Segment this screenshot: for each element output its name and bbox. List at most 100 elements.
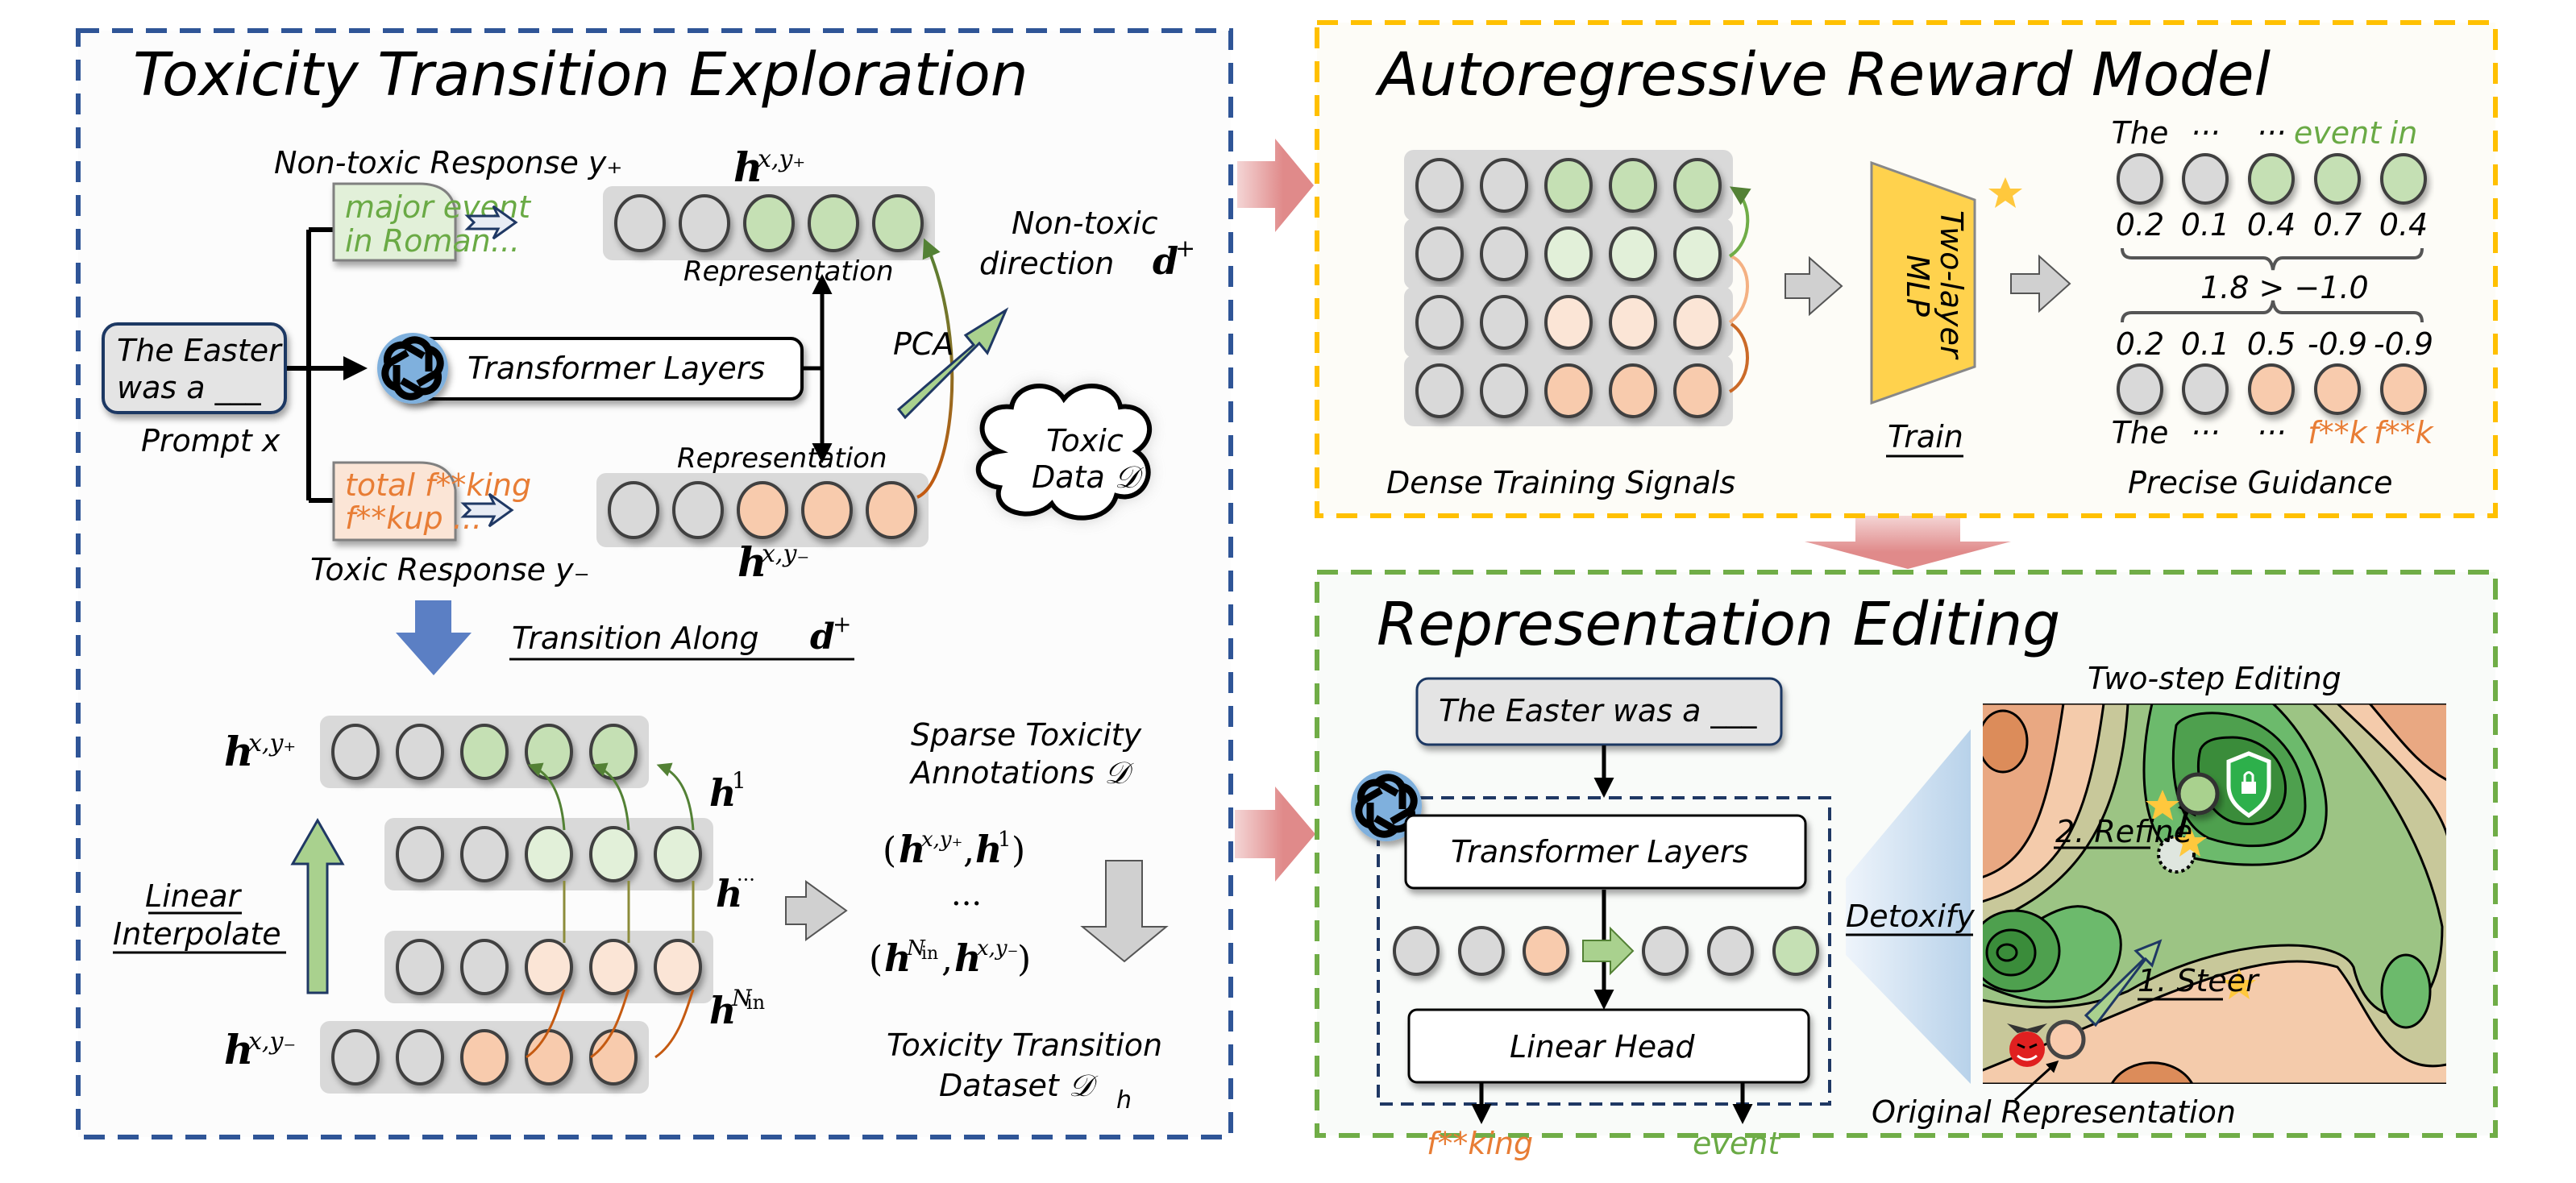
- representation-label-top: Representation: [683, 255, 894, 288]
- representation-node: [1458, 926, 1505, 976]
- original-representation-label: Original Representation: [1872, 1094, 2236, 1130]
- guidance-node: [2314, 153, 2361, 205]
- vector-node: [589, 1029, 638, 1085]
- svg-text:Transition Along: Transition Along: [512, 621, 759, 656]
- editing-representation-nodes: [1393, 926, 1819, 976]
- svg-text:···: ···: [737, 869, 755, 891]
- panel-toxicity-transition-exploration: Toxicity Transition Exploration Non-toxi…: [76, 28, 1233, 1139]
- guidance-node: [2182, 363, 2229, 415]
- svg-text:1: 1: [732, 767, 746, 794]
- toxic-response-label: Toxic Response y₋: [310, 552, 590, 587]
- svg-text:Interpolate: Interpolate: [113, 916, 281, 952]
- model-boundary: [1377, 796, 1831, 1106]
- h-neg-label-2: h x,y₋: [224, 1026, 296, 1073]
- vector-node: [1609, 363, 1657, 418]
- pca-arc: [916, 238, 954, 499]
- shield-lock-icon: [2226, 751, 2271, 819]
- pca-label: PCA: [893, 326, 954, 362]
- vector-node: [1673, 158, 1722, 213]
- svg-text:(: (: [869, 939, 883, 980]
- interp-arc: [592, 762, 630, 831]
- interp-arc: [656, 762, 695, 831]
- guidance-node: [2182, 153, 2229, 205]
- vector-node: [1673, 226, 1722, 281]
- dense-training-rows: [1404, 150, 1733, 426]
- vector-node: [737, 481, 788, 539]
- representation-row-positive: [603, 186, 935, 260]
- vector-node: [589, 939, 638, 995]
- vector-node: [396, 939, 444, 995]
- pair-2: ( h N in , h x,y₋ ): [869, 936, 1031, 980]
- svg-text:h: h: [975, 828, 1002, 871]
- openai-logo-icon: [377, 333, 448, 404]
- svg-text:x,y₊: x,y₊: [248, 729, 296, 758]
- h-neg-label: h x,y₋: [737, 538, 809, 586]
- svg-text:Non-toxic: Non-toxic: [1012, 205, 1158, 241]
- token-label: The: [2112, 415, 2169, 450]
- score-label: 0.5: [2247, 326, 2296, 362]
- vector-node: [1544, 226, 1593, 281]
- dataset-label-line2: Dataset 𝒟: [939, 1068, 1099, 1103]
- vector-node: [525, 939, 573, 995]
- pink-arrow-down: [1805, 513, 2011, 569]
- h1-label: h 1: [709, 767, 746, 815]
- panel-title: Representation Editing: [1377, 590, 2060, 659]
- vector-node: [460, 939, 509, 995]
- representation-label-bottom: Representation: [677, 442, 887, 475]
- original-representation: [2046, 1019, 2086, 1060]
- svg-text:1. Steer: 1. Steer: [2138, 963, 2260, 998]
- interp-arc: [526, 989, 566, 1059]
- linear-head-block: Linear Head: [1407, 1008, 1810, 1084]
- svg-text:2. Refine: 2. Refine: [2055, 814, 2192, 849]
- edit-arrow: [1582, 926, 1635, 976]
- pink-arrow-to-reward-model: [1237, 139, 1314, 232]
- svg-text:The Easter was a ___: The Easter was a ___: [1439, 693, 1757, 728]
- vector-node: [743, 194, 795, 252]
- vector-node: [1673, 363, 1722, 418]
- svg-text:+: +: [1175, 235, 1195, 263]
- vector-node: [1415, 295, 1464, 350]
- cloud-line1: Toxic: [1046, 423, 1124, 459]
- vector-node: [460, 826, 509, 882]
- prompt-box: The Easter was a ___: [102, 322, 287, 414]
- svg-text:direction: direction: [979, 246, 1114, 281]
- editing-transformer-layers: Transformer Layers: [1404, 814, 1807, 890]
- vector-node: [614, 194, 666, 252]
- interp-arc: [654, 989, 695, 1059]
- linear-interpolate-label: Linear Interpolate: [113, 878, 286, 954]
- detoxify-label: Detoxify: [1846, 899, 1975, 936]
- vector-node: [679, 194, 730, 252]
- svg-text:h: h: [899, 828, 925, 871]
- svg-text:h: h: [884, 936, 911, 980]
- token-label: f**k: [2308, 415, 2368, 450]
- guidance-node: [2117, 153, 2163, 205]
- svg-text:+: +: [833, 611, 851, 637]
- svg-text:d: d: [810, 616, 835, 658]
- panel-title: Toxicity Transition Exploration: [133, 40, 1028, 110]
- hN-label: h N in: [709, 985, 765, 1032]
- gray-right-arrow: [785, 880, 848, 941]
- token-label: ···: [2191, 115, 2220, 151]
- toxic-response-box: total f**king f**kup ...: [332, 461, 531, 542]
- non-toxic-response-label: Non-toxic Response y₊: [274, 145, 622, 181]
- pink-arrow-to-editing: [1235, 787, 1315, 882]
- token-label: ···: [2257, 415, 2286, 450]
- interp-row-negative: [320, 1021, 649, 1094]
- guidance-node: [2248, 363, 2295, 415]
- dense-arcs: [1728, 186, 1751, 393]
- vector-node: [525, 826, 573, 882]
- transformer-layers-block: Transformer Layers: [397, 337, 804, 401]
- prompt-label: Prompt x: [141, 423, 280, 459]
- svg-text:Transformer Layers: Transformer Layers: [1451, 834, 1748, 870]
- guidance-bottom-nodes: [2117, 363, 2427, 415]
- svg-text:Train: Train: [1888, 419, 1963, 455]
- vector-node: [654, 939, 702, 995]
- vector-node: [608, 481, 659, 539]
- interp-row-hN: [384, 931, 713, 1003]
- vector-node: [1544, 158, 1593, 213]
- vector-node: [331, 724, 380, 780]
- svg-text:N: N: [731, 985, 753, 1011]
- train-label: Train: [1886, 419, 1963, 458]
- guidance-node: [2314, 363, 2361, 415]
- svg-text:Linear Head: Linear Head: [1510, 1029, 1695, 1065]
